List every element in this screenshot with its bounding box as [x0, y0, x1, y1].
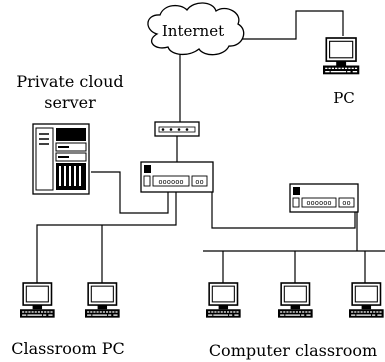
svg-text:oooooo: oooooo — [306, 199, 331, 207]
desktop-computer-icon — [84, 282, 121, 319]
classroom-pc-label: Classroom PC — [11, 339, 125, 358]
link-switch-switch2 — [211, 192, 356, 229]
desktop-computer-icon — [277, 282, 314, 319]
link-server-switch — [91, 171, 169, 214]
router-icon — [154, 121, 200, 137]
desktop-computer-icon — [205, 282, 242, 319]
svg-text:oo: oo — [342, 199, 350, 207]
cloud-icon — [147, 2, 245, 56]
connection-lines — [36, 10, 385, 283]
server-tower-icon — [32, 123, 90, 195]
link-switch-classroom-pcs — [36, 192, 177, 283]
svg-text:oooooo: oooooo — [158, 178, 183, 186]
desktop-computer-icon — [348, 282, 385, 319]
computer-classroom-label: Computer classroom — [209, 341, 377, 360]
svg-text:oo: oo — [195, 178, 203, 186]
desktop-computer-icon — [19, 282, 56, 319]
network-switch-icon: oooooo oo — [140, 161, 214, 193]
link-internet-pc — [240, 10, 344, 40]
internet-label: Internet — [162, 22, 224, 40]
pc-label: PC — [333, 89, 355, 107]
network-switch-icon: oooooo oo — [289, 183, 359, 213]
server-label-line2: server — [44, 93, 96, 112]
desktop-computer-icon — [322, 37, 361, 76]
server-label-line1: Private cloud — [16, 72, 123, 91]
